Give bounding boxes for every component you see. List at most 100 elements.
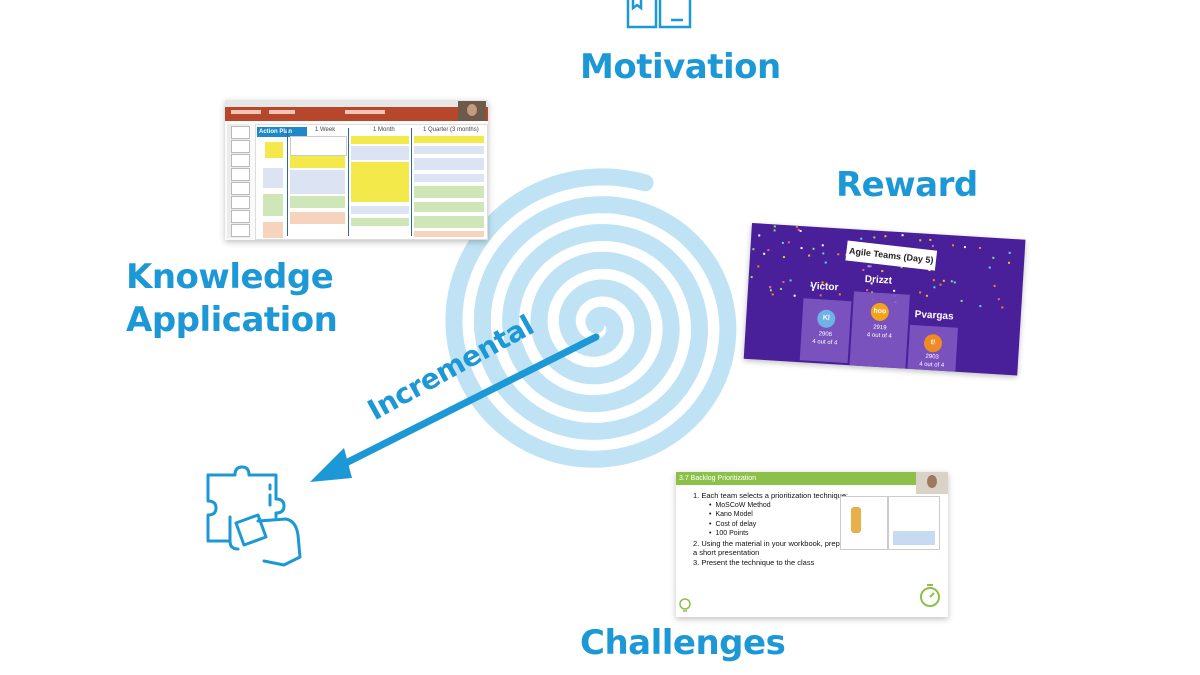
confetti-piece — [800, 247, 803, 250]
confetti-piece — [1008, 251, 1011, 255]
confetti-piece — [939, 283, 942, 286]
option-100-points: 100 Points — [709, 530, 749, 537]
reward-banner: Agile Teams (Day 5) — [845, 240, 938, 271]
confetti-piece — [942, 279, 945, 282]
confetti-piece — [960, 299, 963, 303]
podium-name-pvargas: Pvargas — [914, 309, 954, 323]
confetti-piece — [988, 266, 991, 269]
confetti-piece — [1000, 306, 1003, 309]
confetti-piece — [838, 293, 842, 296]
incremental-arrow-head — [310, 448, 352, 482]
backlog-step-3: 3. Present the technique to the class — [693, 557, 815, 567]
column-header-month: 1 Month — [373, 127, 395, 133]
confetti-piece — [862, 268, 865, 271]
webcam-thumbnail — [916, 472, 948, 494]
confetti-piece — [825, 261, 828, 264]
confetti-piece — [919, 239, 922, 242]
action-plan-title: Action Plan — [257, 127, 307, 137]
confetti-piece — [822, 243, 825, 247]
reward-label: Reward — [836, 165, 978, 205]
stopwatch-icon — [920, 584, 940, 607]
workbook-page-2 — [888, 496, 940, 550]
confetti-piece — [812, 247, 815, 250]
workbook-page-1 — [840, 496, 888, 550]
confetti-piece — [780, 287, 783, 290]
confetti-piece — [767, 248, 770, 252]
confetti-piece — [793, 294, 796, 297]
backlog-instructions: 1. Each team selects a prioritization te… — [693, 491, 853, 567]
confetti-piece — [901, 233, 904, 236]
confetti-piece — [787, 240, 790, 243]
confetti-piece — [781, 241, 785, 245]
confetti-piece — [808, 254, 811, 257]
podium-name-victor: Victor — [809, 280, 839, 294]
confetti-piece — [867, 264, 870, 267]
column-header-quarter: 1 Quarter (3 months) — [423, 127, 479, 133]
confetti-piece — [872, 236, 875, 239]
knowledge-label: Knowledge — [126, 257, 334, 297]
confetti-piece — [893, 289, 896, 293]
backlog-step-2: 2. Using the material in your workbook, … — [693, 538, 851, 558]
confetti-piece — [750, 275, 754, 279]
application-label: Application — [126, 300, 338, 340]
confetti-piece — [782, 280, 785, 283]
option-moscow: MoSCoW Method — [709, 502, 771, 509]
backlog-prioritization-screenshot: 3.7 Backlog Prioritization 1. Each team … — [676, 472, 948, 617]
confetti-piece — [926, 294, 929, 297]
confetti-piece — [928, 239, 931, 242]
backlog-slide-header: 3.7 Backlog Prioritization — [676, 472, 948, 485]
challenges-label: Challenges — [580, 623, 786, 663]
backlog-step-1: 1. Each team selects a prioritization te… — [693, 491, 849, 500]
confetti-piece — [951, 244, 954, 247]
confetti-piece — [932, 245, 935, 248]
confetti-piece — [819, 294, 822, 297]
confetti-piece — [964, 245, 967, 248]
confetti-piece — [866, 288, 869, 291]
podium-name-drizzt: Drizzt — [864, 273, 893, 287]
incremental-arrow-line — [324, 333, 600, 476]
puzzle-hand-icon — [206, 465, 302, 567]
confetti-piece — [860, 237, 863, 240]
motivation-label: Motivation — [580, 47, 781, 87]
confetti-piece — [782, 256, 785, 259]
confetti-piece — [771, 293, 774, 296]
confetti-piece — [979, 304, 982, 307]
column-header-week: 1 Week — [315, 127, 336, 133]
confetti-piece — [953, 281, 956, 284]
confetti-piece — [932, 279, 935, 282]
confetti-piece — [796, 225, 799, 228]
confetti-piece — [884, 234, 887, 237]
confetti-piece — [773, 225, 776, 228]
lightbulb-icon — [679, 598, 691, 612]
confetti-piece — [769, 289, 772, 292]
spiral — [445, 168, 737, 468]
confetti-piece — [950, 280, 953, 283]
webcam-thumbnail — [458, 101, 486, 121]
reward-leaderboard-screenshot: Agile Teams (Day 5) Victor Drizzt Pvarga… — [743, 223, 1026, 376]
confetti-piece — [881, 270, 884, 273]
action-plan-screenshot: Action Plan 1 Week 1 Month 1 Quarter (3 … — [225, 100, 488, 240]
confetti-piece — [757, 234, 760, 237]
books-icon — [626, 0, 692, 29]
confetti-piece — [757, 265, 760, 268]
confetti-piece — [933, 285, 936, 288]
confetti-piece — [768, 285, 772, 288]
confetti-piece — [762, 252, 766, 255]
confetti-piece — [789, 279, 793, 282]
confetti-piece — [997, 298, 1001, 301]
confetti-piece — [822, 252, 825, 255]
option-cost-of-delay: Cost of delay — [709, 521, 756, 528]
confetti-piece — [773, 229, 777, 232]
confetti-piece — [797, 228, 800, 231]
confetti-piece — [978, 247, 981, 250]
confetti-piece — [837, 253, 840, 256]
confetti-piece — [752, 248, 755, 251]
option-kano: Kano Model — [709, 511, 753, 518]
confetti-piece — [992, 256, 995, 259]
confetti-piece — [799, 229, 802, 232]
confetti-piece — [919, 291, 922, 294]
confetti-piece — [993, 285, 996, 288]
confetti-piece — [1007, 261, 1011, 264]
